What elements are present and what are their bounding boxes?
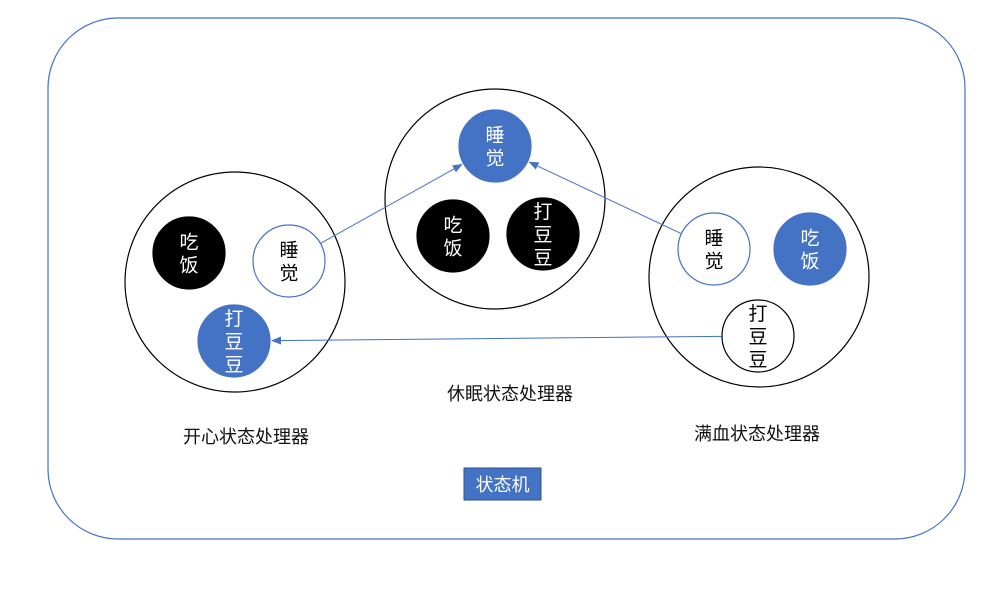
transition-arrow-2 [528, 161, 682, 235]
state-machine-frame [47, 17, 966, 540]
state-node-full-sleep [677, 212, 751, 286]
handler-happy-circle [124, 171, 346, 393]
state-node-full-play [721, 299, 795, 373]
state-node-label-sleepy-sleep: 睡觉 [485, 125, 504, 170]
handler-sleepy-label: 休眠状态处理器 [447, 384, 573, 405]
state-node-label-sleepy-play: 打豆豆 [533, 201, 552, 269]
state-machine-badge [463, 467, 542, 501]
state-node-label-happy-eat: 吃饭 [179, 232, 198, 277]
state-node-label-full-sleep: 睡觉 [704, 228, 723, 273]
handler-full-label: 满血状态处理器 [694, 424, 820, 445]
transition-arrow-3 [270, 335, 723, 345]
transition-arrows [270, 161, 723, 345]
state-node-sleepy-sleep [458, 109, 532, 183]
handler-full-circle [648, 166, 870, 388]
state-node-happy-eat [152, 216, 226, 290]
state-node-happy-sleep [252, 224, 326, 298]
state-node-label-sleepy-eat: 吃饭 [443, 215, 462, 260]
handler-happy-label: 开心状态处理器 [183, 427, 309, 448]
state-node-label-happy-sleep: 睡觉 [279, 240, 298, 285]
state-node-full-eat [773, 212, 847, 286]
handler-sleepy-circle [384, 88, 606, 310]
state-node-sleepy-play [506, 197, 580, 271]
transition-arrow-1 [320, 164, 463, 244]
state-node-label-full-play: 打豆豆 [748, 303, 767, 371]
state-node-sleepy-eat [416, 199, 490, 273]
state-node-label-full-eat: 吃饭 [800, 228, 819, 273]
state-node-label-happy-play: 打豆豆 [224, 308, 243, 376]
state-machine-label: 状态机 [476, 475, 530, 496]
state-node-happy-play [197, 304, 271, 378]
